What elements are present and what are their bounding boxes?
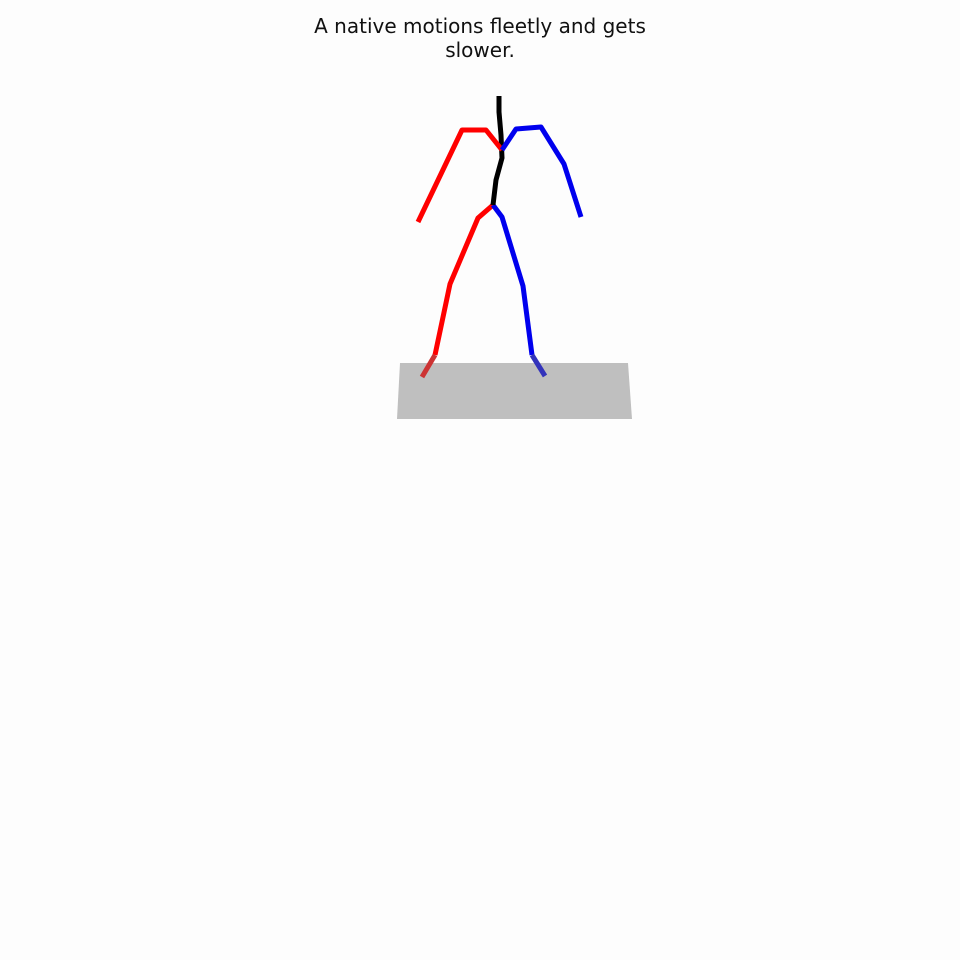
left-foot — [419, 353, 438, 379]
motion-caption: A native motions fleetly and gets slower… — [0, 14, 960, 62]
ground-plane — [397, 363, 632, 419]
right-leg — [491, 203, 535, 356]
caption-line-1: A native motions fleetly and gets — [314, 14, 646, 38]
caption-line-2: slower. — [445, 38, 515, 62]
left-leg — [432, 203, 495, 356]
right-arm — [499, 124, 584, 218]
right-foot — [529, 353, 548, 378]
left-arm — [415, 127, 504, 224]
